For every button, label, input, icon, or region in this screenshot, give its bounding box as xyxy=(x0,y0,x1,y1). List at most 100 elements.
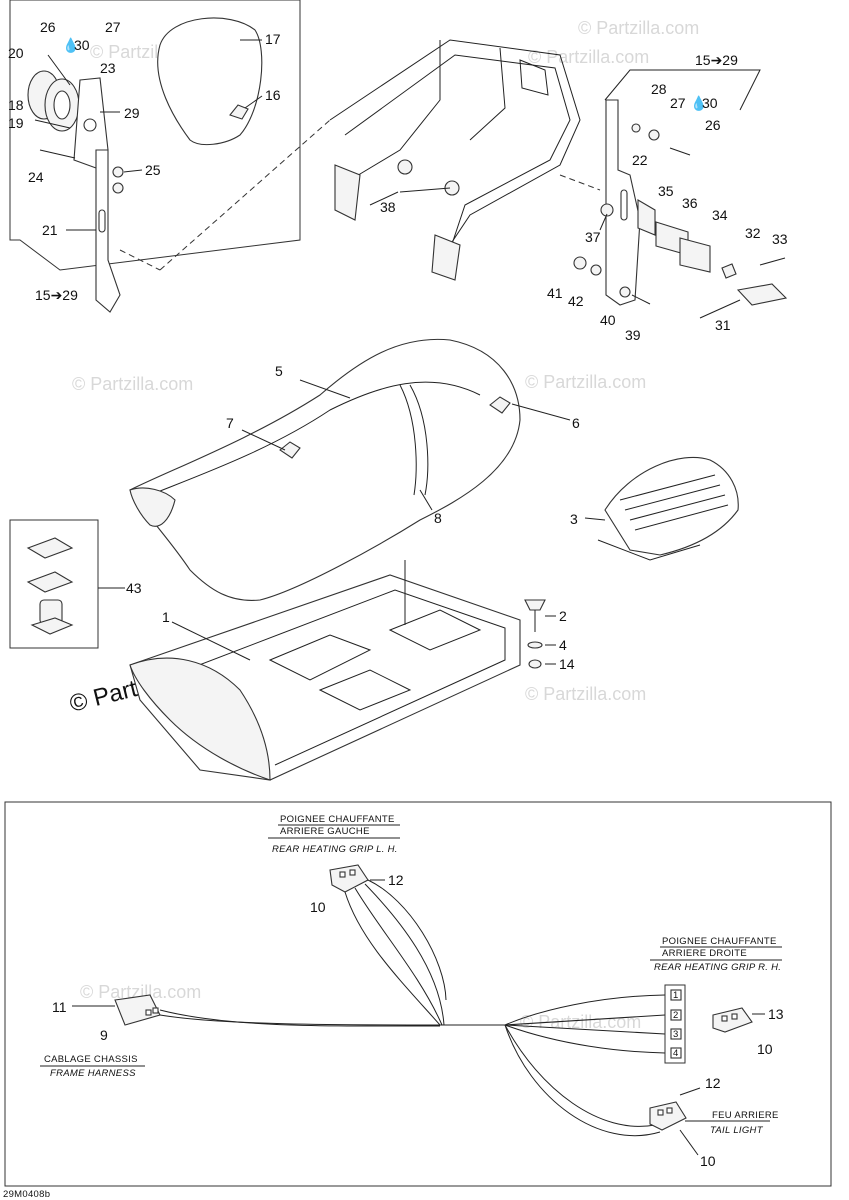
terminal-pin-label: 3 xyxy=(673,1029,679,1040)
pin xyxy=(759,257,786,266)
washer xyxy=(648,129,660,141)
range-bracket xyxy=(604,69,761,111)
nut xyxy=(573,256,587,270)
plate xyxy=(679,237,711,273)
callouts-middle: 5 6 7 8 3 43 1 2 4 14 xyxy=(126,363,580,672)
left-grip-detail xyxy=(9,0,331,313)
wiring-diagram: POIGNEE CHAUFFANTE ARRIERE GAUCHE REAR H… xyxy=(4,801,832,1187)
base-plate xyxy=(26,571,74,593)
rear-left-label-en: REAR HEATING GRIP L. H. xyxy=(272,844,398,855)
callout: 9 xyxy=(100,1027,108,1043)
callout: 11 xyxy=(52,999,67,1015)
callout: 43 xyxy=(126,580,142,596)
bolt xyxy=(631,294,651,305)
rear-pad xyxy=(597,456,739,561)
callout: 27 xyxy=(670,95,686,111)
callout: 41 xyxy=(547,285,563,301)
grip-pad xyxy=(157,17,263,146)
rear-right-connector xyxy=(712,1007,753,1033)
seat-base-front xyxy=(129,657,271,781)
connector-housing xyxy=(736,283,788,306)
callout: 29 xyxy=(124,105,140,121)
diagram-code: 29M0408b xyxy=(3,1189,50,1200)
callout: 19 xyxy=(8,115,24,131)
callout: 23 xyxy=(100,60,116,76)
kit-43-box xyxy=(9,519,125,649)
right-grip-detail xyxy=(559,69,788,306)
spacer xyxy=(637,199,656,236)
nut xyxy=(112,166,124,178)
bolt xyxy=(34,119,71,129)
terminal-pin-label: 1 xyxy=(673,990,679,1001)
callout: 33 xyxy=(772,231,788,247)
callout: 1 xyxy=(162,609,170,625)
main-trunk xyxy=(159,1014,505,1026)
grip-support-arm xyxy=(95,149,121,313)
tail-light-label-fr: FEU ARRIERE xyxy=(712,1110,779,1121)
seat-front-tip xyxy=(129,487,176,527)
bolt xyxy=(39,149,76,159)
callout: 38 xyxy=(380,199,396,215)
callout: 14 xyxy=(559,656,575,672)
seat-cushion xyxy=(129,338,521,601)
rear-left-label-fr1: POIGNEE CHAUFFANTE xyxy=(280,814,395,825)
washer xyxy=(600,203,614,217)
watermark: © Partzilla.com xyxy=(525,372,646,392)
callout: 12 xyxy=(388,872,404,888)
rear-right-label-en: REAR HEATING GRIP R. H. xyxy=(654,962,781,973)
kit-frame xyxy=(9,519,99,649)
callout: 35 xyxy=(658,183,674,199)
callout: 4 xyxy=(559,637,567,653)
bolt-head xyxy=(524,599,546,611)
watermark: © Partzilla.com xyxy=(525,684,646,704)
rear-right-label-fr1: POIGNEE CHAUFFANTE xyxy=(662,936,777,947)
terminal-pins: 1 2 3 4 xyxy=(670,989,682,1059)
callout-oil-icon: 💧 xyxy=(62,37,79,54)
seat-base xyxy=(129,560,546,781)
rack-mount-right xyxy=(431,234,461,281)
rear-left-connector xyxy=(329,864,369,893)
watermark: © Partzilla.com xyxy=(578,18,699,38)
tail-light-label-en: TAIL LIGHT xyxy=(710,1125,764,1136)
watermark: © Partzilla.com xyxy=(520,1012,641,1032)
callout: 37 xyxy=(585,229,601,245)
callout: 31 xyxy=(715,317,731,333)
callout: 30 xyxy=(74,37,90,53)
rear-rack xyxy=(329,39,581,281)
seat-assembly xyxy=(129,338,521,601)
callout: 12 xyxy=(705,1075,721,1091)
frame-harness-label-en: FRAME HARNESS xyxy=(50,1068,136,1079)
rear-right-label-fr2: ARRIERE DROITE xyxy=(662,948,747,959)
seat-heater-element xyxy=(279,441,301,459)
callout: 10 xyxy=(757,1041,773,1057)
callout: 8 xyxy=(434,510,442,526)
callout: 6 xyxy=(572,415,580,431)
washer xyxy=(590,264,602,276)
callout: 5 xyxy=(275,363,283,379)
terminal-block xyxy=(664,984,686,1064)
watermark: © Partzilla.com xyxy=(80,982,201,1002)
watermark: © Partzilla.com xyxy=(72,374,193,394)
callout: 13 xyxy=(768,1006,784,1022)
gasket xyxy=(26,537,74,559)
tail-light-connector xyxy=(649,1101,687,1131)
callout-range: 15➔29 xyxy=(695,52,738,68)
callouts-top: 26 💧 30 27 20 23 18 19 29 25 24 17 16 21… xyxy=(8,19,788,343)
callout: 26 xyxy=(40,19,56,35)
wiring-frame xyxy=(4,801,832,1187)
callout: 17 xyxy=(265,31,281,47)
callout: 16 xyxy=(265,87,281,103)
callout: 32 xyxy=(745,225,761,241)
bolt xyxy=(47,54,71,86)
callout: 28 xyxy=(651,81,667,97)
callout: 42 xyxy=(568,293,584,309)
callout: 27 xyxy=(105,19,121,35)
detail-frame xyxy=(9,0,301,271)
callout: 36 xyxy=(682,195,698,211)
terminal-pin-label: 2 xyxy=(673,1010,679,1021)
callout: 21 xyxy=(42,222,58,238)
callout: 20 xyxy=(8,45,24,61)
callout: 10 xyxy=(310,899,326,915)
